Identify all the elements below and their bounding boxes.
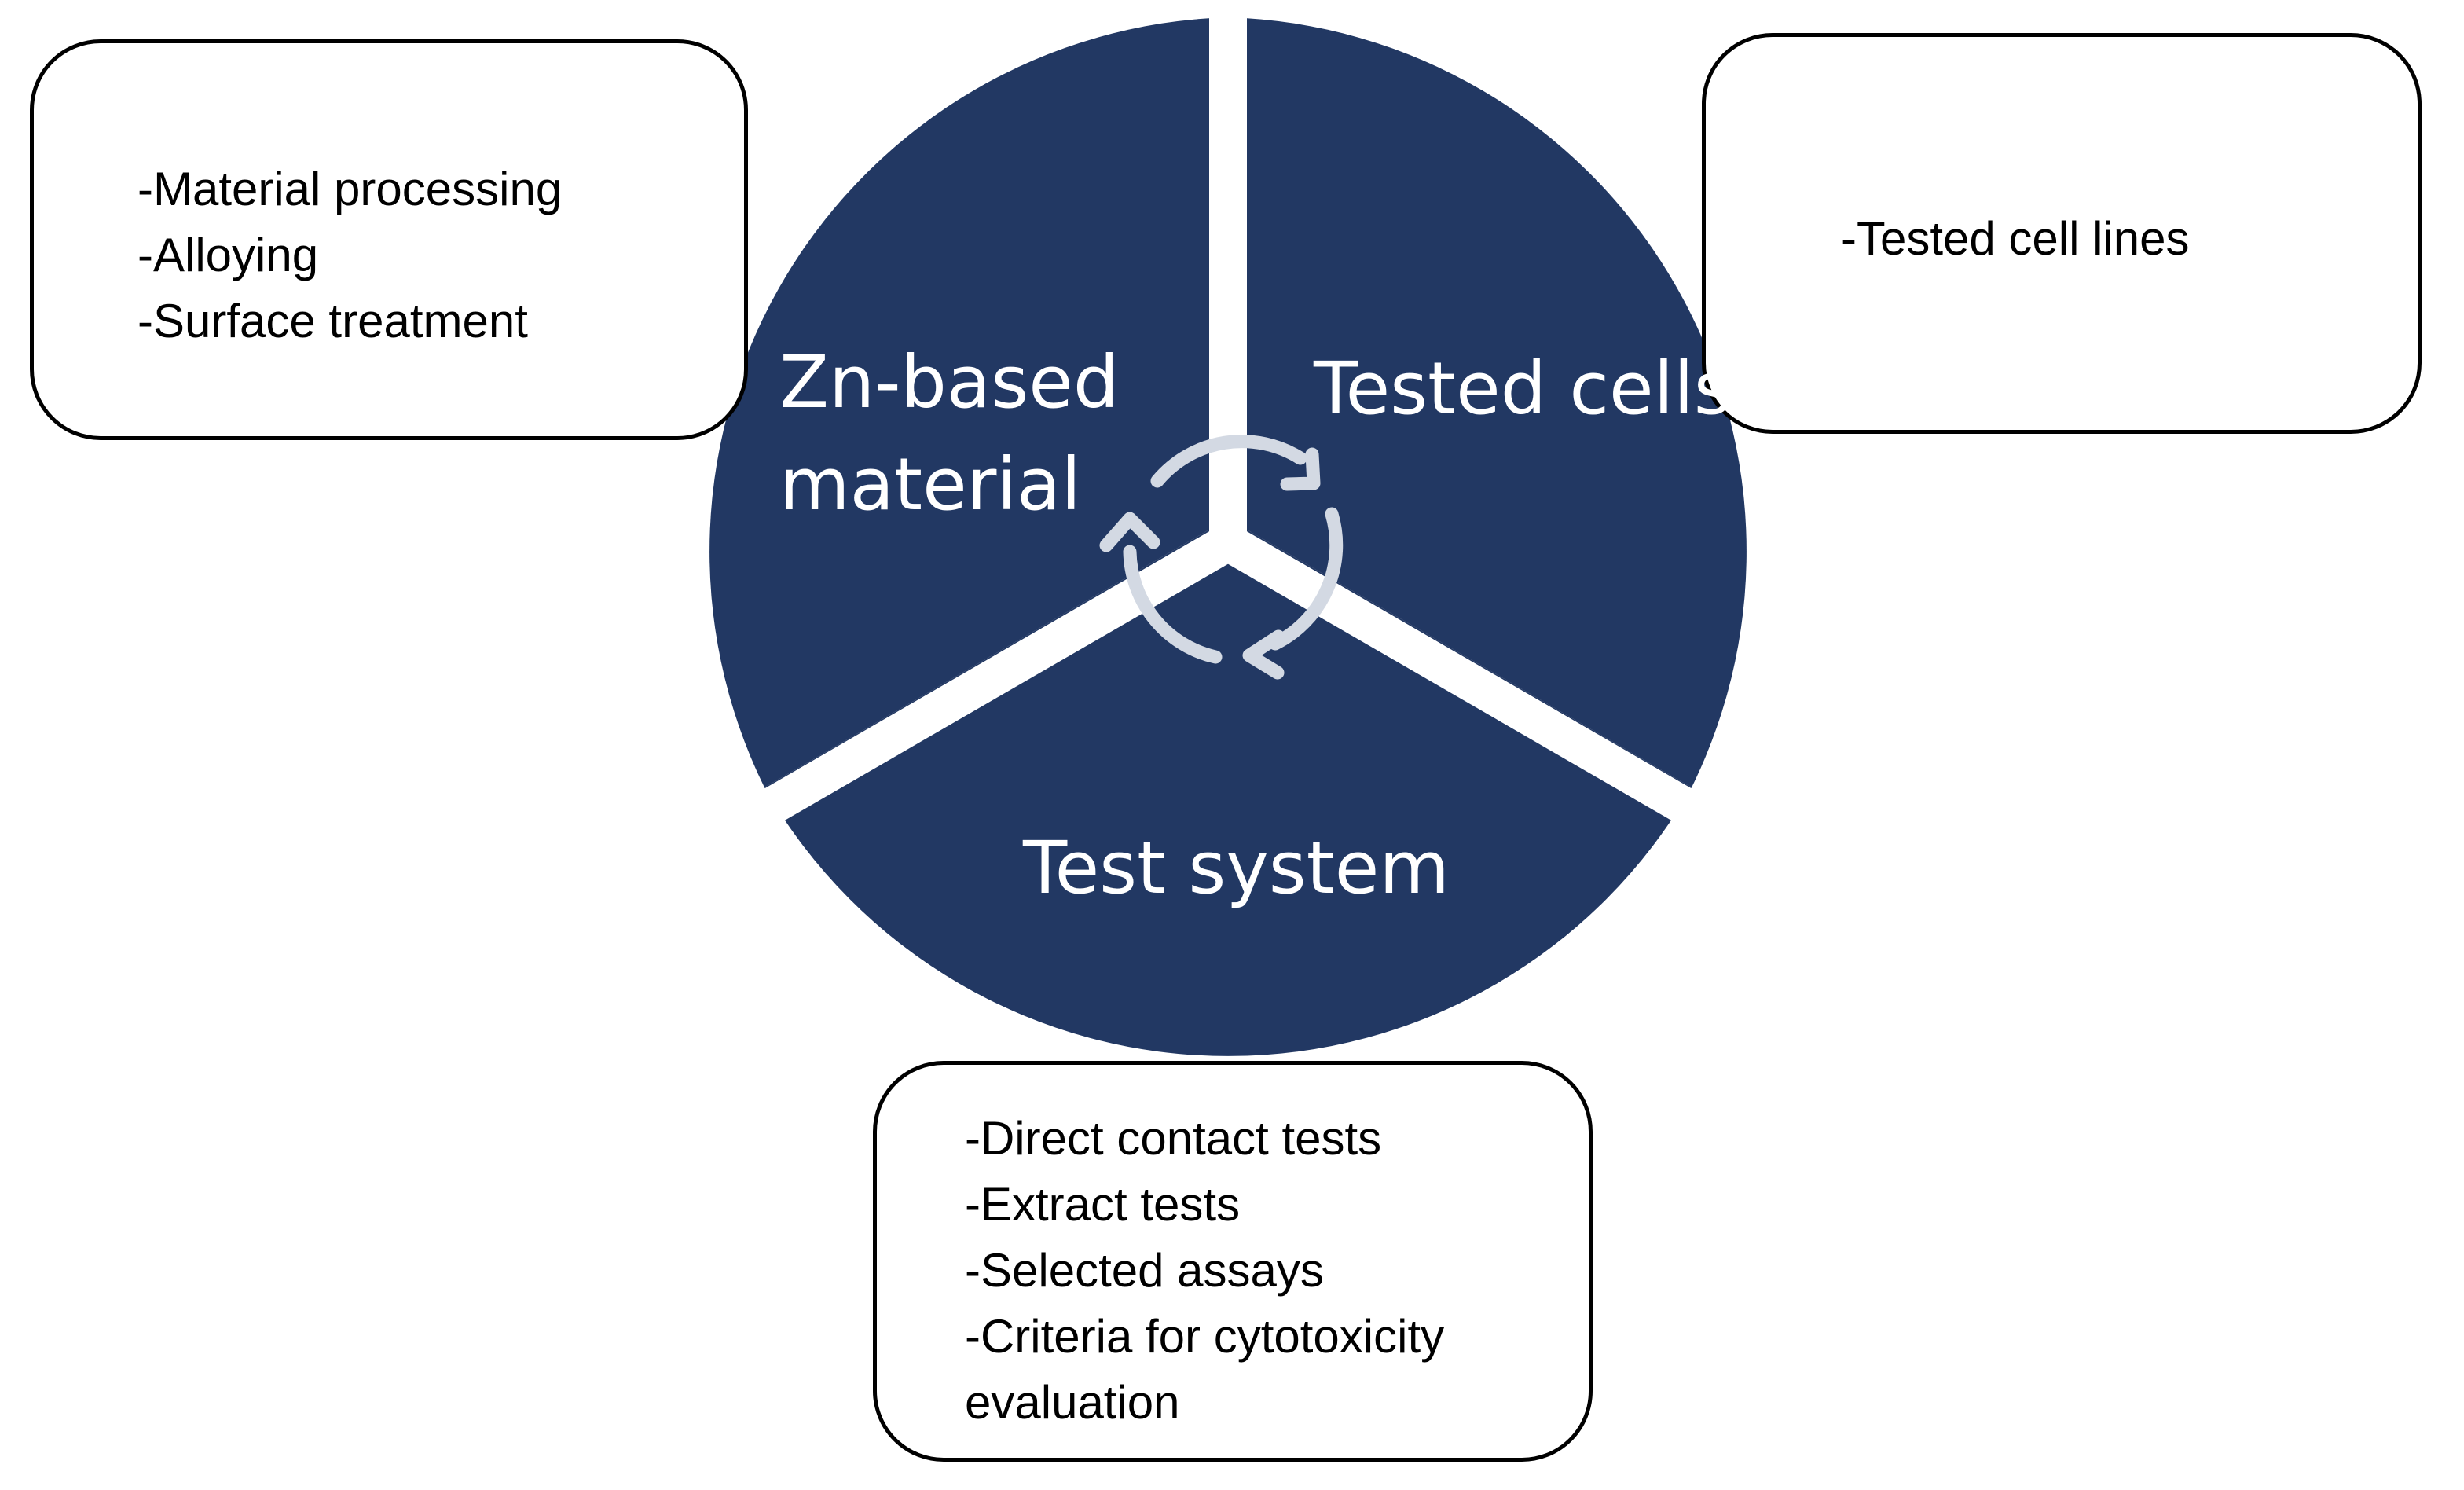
callout-lines-material: -Material processing -Alloying -Surface … [138,156,562,354]
segment-label-system: Test system [1023,826,1450,910]
segment-test-system [764,519,1692,1056]
callout-line: -Selected assays [965,1244,1324,1297]
segment-label-material-line2: material [779,442,1081,527]
callout-line: -Surface treatment [138,295,528,347]
segment-label-material: Zn-based material [779,332,1119,536]
segment-dividers [750,0,1706,829]
segment-zn-based-material [710,17,1228,787]
segment-label-cells: Tested cells [1314,347,1732,431]
callout-line: -Alloying [138,229,319,281]
callout-lines-cells: -Tested cell lines [1841,206,2190,272]
callout-line: -Criteria for cytotoxicity [965,1310,1445,1363]
callout-box-material: -Material processing -Alloying -Surface … [30,39,748,440]
callout-box-system: -Direct contact tests -Extract tests -Se… [873,1061,1593,1462]
callout-line: -Extract tests [965,1178,1241,1231]
cycle-arrowhead-left [1099,512,1160,552]
segment-label-material-line1: Zn-based [779,340,1120,424]
callout-line: -Material processing [138,163,563,215]
callout-line: evaluation [965,1376,1180,1429]
cycle-arrowhead-top [1280,447,1321,491]
cycle-arrows-icon [1099,435,1344,680]
cycle-arc-top [1150,435,1307,488]
pie-segments [710,17,1747,1056]
callout-box-cells: -Tested cell lines [1702,33,2422,434]
cycle-arc-right [1268,507,1344,651]
cycle-arrowhead-right [1242,629,1285,680]
segment-tested-cells [1228,17,1747,787]
callout-line: -Direct contact tests [965,1112,1382,1165]
callout-line: -Tested cell lines [1841,212,2190,265]
cycle-arc-left [1123,545,1223,664]
callout-lines-system: -Direct contact tests -Extract tests -Se… [965,1106,1444,1436]
